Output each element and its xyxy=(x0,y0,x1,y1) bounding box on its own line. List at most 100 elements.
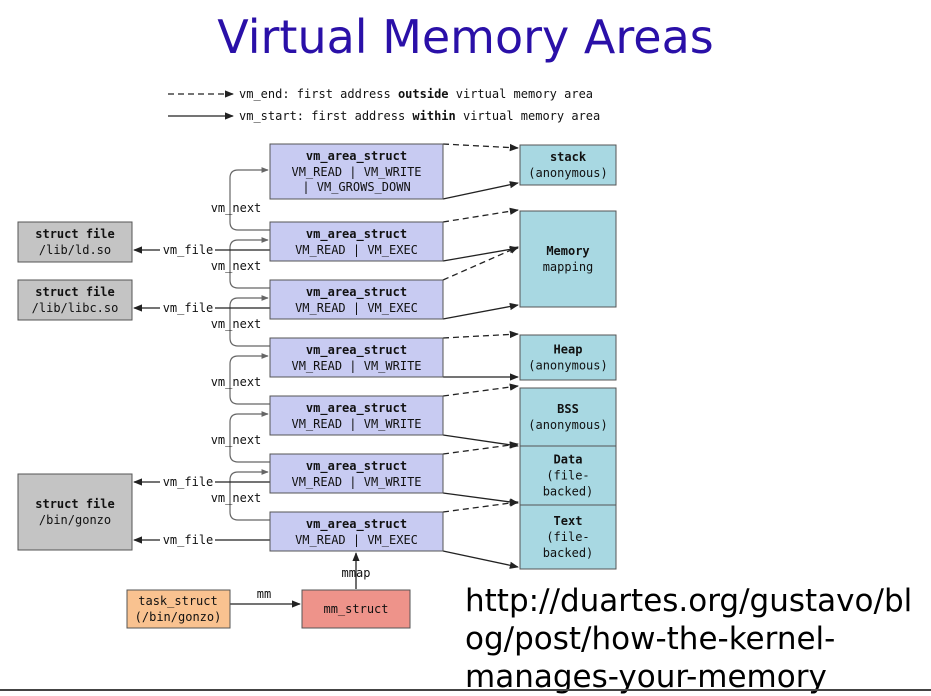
memory-region-box: Heap(anonymous) xyxy=(519,334,617,381)
vm-next-label: vm_next xyxy=(211,259,262,273)
vm-next-label: vm_next xyxy=(211,433,262,447)
mmap-label: mmap xyxy=(342,566,371,580)
file-title: struct file xyxy=(35,497,114,511)
vm-next-connector xyxy=(229,295,270,347)
region-detail: (file- xyxy=(546,469,589,483)
vm-next-label: vm_next xyxy=(211,317,262,331)
vma-rect xyxy=(269,143,444,200)
vma-flags: VM_READ | VM_WRITE xyxy=(291,165,421,179)
vm-file-label-bg xyxy=(160,299,215,315)
memory-region-box: stack (anonymous) xyxy=(519,144,617,186)
vma-title: vm_area_struct xyxy=(306,149,407,164)
vma-title: vm_area_struct xyxy=(306,517,407,532)
url-line: og/post/how-the-kernel- xyxy=(465,621,836,657)
bottom-rule xyxy=(0,689,931,691)
region-detail: (anonymous) xyxy=(528,359,607,373)
vm-end-arrow xyxy=(442,499,519,513)
vm-end-arrow xyxy=(442,207,519,223)
vma-flags: | VM_GROWS_DOWN xyxy=(302,180,410,194)
vm-start-arrow xyxy=(442,550,519,569)
legend-vm-start: vm_start: first address within virtual m… xyxy=(239,109,600,123)
vma-title: vm_area_struct xyxy=(306,459,407,474)
vma-flags: VM_READ | VM_WRITE xyxy=(291,417,421,431)
vma-flags: VM_READ | VM_WRITE xyxy=(291,359,421,373)
vma-rect xyxy=(269,453,444,494)
memory-region-box: Text (file-backed) xyxy=(519,504,617,570)
file-rect xyxy=(17,279,133,321)
vm-start-arrow xyxy=(442,302,519,320)
vma-flags: VM_READ | VM_WRITE xyxy=(291,475,421,489)
vm-end-arrow xyxy=(442,143,519,152)
task-rect xyxy=(126,589,231,629)
vm-end-arrow xyxy=(442,441,519,455)
vma-rect xyxy=(269,395,444,436)
vm-end-arrow xyxy=(442,246,519,281)
vm-file-label-bg xyxy=(160,241,215,257)
vma-rect xyxy=(269,337,444,378)
vm-file-label: vm_file xyxy=(163,533,214,547)
vma-flags: VM_READ | VM_EXEC xyxy=(295,243,418,257)
region-name: stack xyxy=(550,150,587,164)
region-rect xyxy=(519,504,617,570)
mm-struct-label: mm_struct xyxy=(323,602,388,616)
mm-struct-box: mm_struct xyxy=(301,589,411,629)
file-title: struct file xyxy=(35,285,114,299)
vma-flags: VM_READ | VM_EXEC xyxy=(295,533,418,547)
struct-file-box: struct file/lib/ld.so xyxy=(17,221,133,263)
url-line: http://duartes.org/gustavo/bl xyxy=(465,583,913,619)
region-name: Data xyxy=(554,453,583,467)
region-rect xyxy=(519,445,617,506)
vma-flags: VM_READ | VM_EXEC xyxy=(295,301,418,315)
task-struct-box: task_struct (/bin/gonzo) xyxy=(126,589,231,629)
region-name: BSS xyxy=(557,402,579,416)
vm-start-arrow xyxy=(442,181,519,200)
source-url: http://duartes.org/gustavo/bl og/post/ho… xyxy=(465,582,925,696)
file-title: struct file xyxy=(35,227,114,241)
region-rect xyxy=(519,334,617,381)
vm-file-label: vm_file xyxy=(163,475,214,489)
vm-next-connector xyxy=(229,411,270,463)
mm-label: mm xyxy=(257,587,271,601)
vm-start-arrow xyxy=(442,434,519,449)
vm-next-connector xyxy=(229,237,270,289)
vm-next-connector xyxy=(229,167,270,231)
vm-next-label: vm_next xyxy=(211,491,262,505)
vm-next-connector xyxy=(229,469,270,521)
region-detail: backed) xyxy=(543,546,594,560)
region-rect xyxy=(519,387,617,447)
region-rect xyxy=(519,144,617,186)
memory-region-box: Data (file-backed) xyxy=(519,445,617,506)
mm-rect xyxy=(301,589,411,629)
region-detail: (file- xyxy=(546,530,589,544)
file-rect xyxy=(17,221,133,263)
page-title: Virtual Memory Areas xyxy=(217,10,714,64)
vma-title: vm_area_struct xyxy=(306,227,407,242)
vm-file-label: vm_file xyxy=(163,243,214,257)
region-name: Text xyxy=(554,514,583,528)
vma-rect xyxy=(269,279,444,320)
task-sub: (/bin/gonzo) xyxy=(135,610,222,624)
region-detail: mapping xyxy=(543,260,594,274)
vm-end-arrow xyxy=(442,330,519,339)
vma-rect xyxy=(269,221,444,262)
struct-file-box: struct file/lib/libc.so xyxy=(17,279,133,321)
region-detail: backed) xyxy=(543,485,594,499)
region-detail: (anonymous) xyxy=(528,166,607,180)
task-title: task_struct xyxy=(138,594,217,608)
memory-region-box: BSS(anonymous) xyxy=(519,387,617,447)
vma-title: vm_area_struct xyxy=(306,401,407,416)
vm-file-label-bg xyxy=(160,473,215,489)
vm-next-connector xyxy=(229,353,270,405)
region-name: Memory xyxy=(546,244,589,258)
legend-vm-end: vm_end: first address outside virtual me… xyxy=(239,87,593,101)
memory-region-box: Memory mapping xyxy=(519,210,617,308)
vm-next-label: vm_next xyxy=(211,201,262,215)
vm-start-arrow xyxy=(442,492,519,506)
vma-title: vm_area_struct xyxy=(306,285,407,300)
